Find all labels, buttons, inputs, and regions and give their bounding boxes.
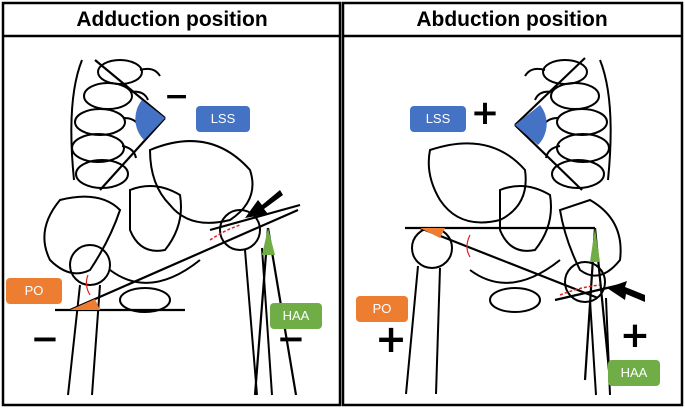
right-panel-sacrum — [499, 185, 552, 252]
left-lss-angle-marker — [135, 100, 165, 140]
right-po-label: PO — [356, 296, 408, 322]
left-iliac-wing — [43, 195, 122, 275]
right-iliac-wing — [148, 140, 254, 224]
left-po-label: PO — [6, 278, 62, 304]
left-acetabulum-mark — [85, 274, 91, 296]
right-panel-right-iliac-wing — [558, 198, 622, 277]
left-po-sign: − — [30, 319, 60, 359]
left-po-angle-marker — [70, 299, 100, 310]
left-lss-label: LSS — [196, 106, 250, 132]
abduction-title: Abduction position — [416, 8, 608, 31]
right-lss-label: LSS — [410, 106, 466, 132]
left-impingement-marks — [209, 224, 241, 241]
left-haa-label: HAA — [270, 303, 322, 329]
right-acetabulum-mark — [466, 234, 471, 258]
left-haa-angle-marker — [262, 228, 275, 255]
right-po-angle-marker — [420, 228, 445, 238]
left-impingement-arrow — [245, 190, 283, 218]
right-lss-sign: + — [470, 93, 500, 133]
right-panel-left-iliac-wing — [427, 142, 527, 224]
left-haa-sign: − — [276, 319, 306, 359]
sacrum — [129, 185, 182, 252]
right-haa-label: HAA — [608, 360, 660, 386]
right-po-sign: + — [375, 317, 407, 361]
left-lss-sign: − — [164, 79, 190, 114]
right-panel-frame — [341, 1, 684, 407]
right-haa-sign: + — [619, 315, 651, 356]
right-lss-angle-marker — [515, 105, 547, 145]
left-panel-frame — [1, 1, 342, 407]
right-impingement-marks — [559, 284, 601, 296]
right-impingement-arrow — [607, 281, 645, 302]
right-haa-angle-marker — [590, 228, 600, 262]
adduction-title: Adduction position — [76, 8, 268, 31]
right-lumbar-spine — [524, 59, 612, 189]
